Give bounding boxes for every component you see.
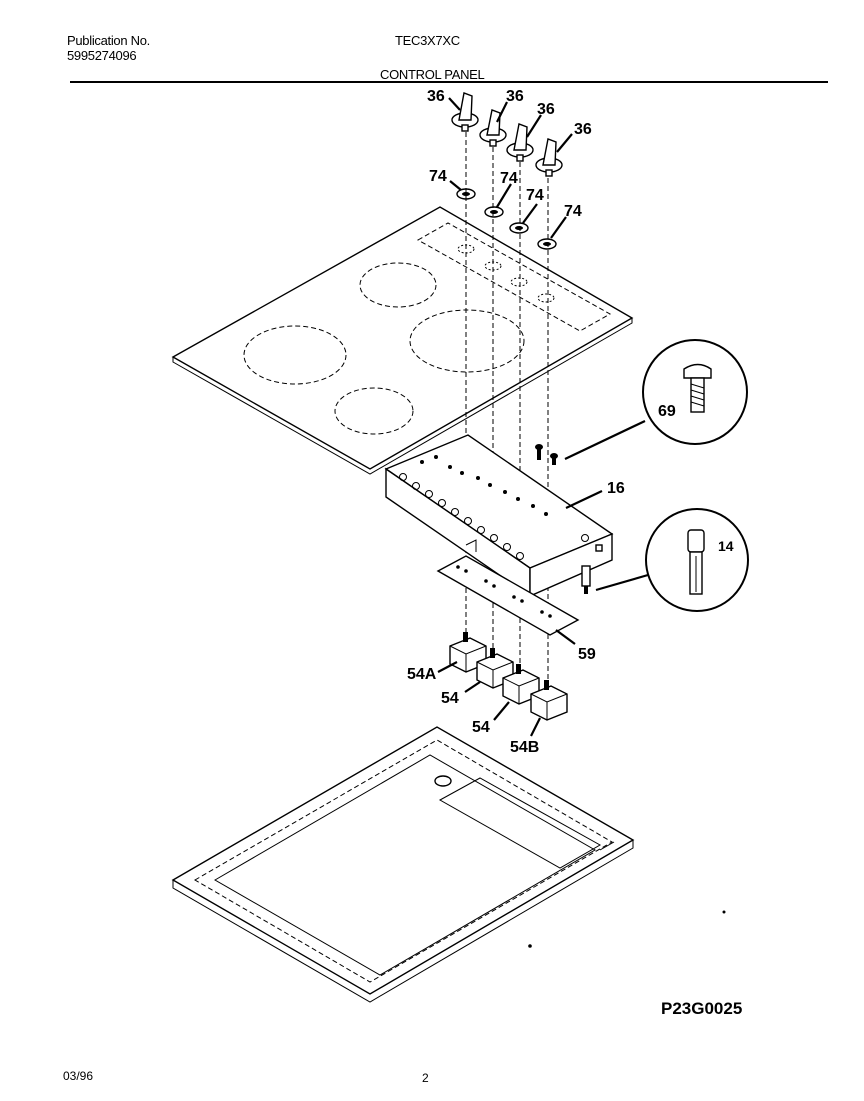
knob-icon — [506, 123, 534, 162]
burner-outline-large-left — [243, 325, 347, 385]
screws — [535, 444, 558, 465]
callout-knob: 36 — [427, 88, 445, 105]
switch-icon — [530, 680, 568, 721]
control-knobs — [451, 92, 563, 177]
detail-bubble-connector — [595, 508, 749, 612]
knob-icon — [535, 138, 563, 177]
callout-seal: 74 — [429, 168, 447, 185]
connector-detail-icon — [687, 529, 705, 553]
cooktop-glass — [171, 206, 634, 475]
leader-lines — [437, 97, 603, 737]
knob-icon — [451, 92, 479, 132]
detail-bubble-screw — [564, 339, 748, 460]
publication-label: Publication No. — [67, 33, 150, 48]
insulator-plate — [436, 555, 580, 636]
burner-outline-large-right — [409, 309, 525, 373]
model-number: TEC3X7XC — [395, 33, 460, 48]
callout-connector: 14 — [718, 538, 734, 554]
burner-outline-front — [334, 387, 414, 435]
callout-switch-a: 54A — [407, 666, 437, 683]
drain-hole — [434, 775, 452, 787]
header-rule — [70, 81, 828, 83]
callout-switch: 54 — [441, 690, 459, 707]
section-title: CONTROL PANEL — [380, 67, 485, 82]
cooktop-base-pan — [171, 726, 726, 1003]
callout-seal: 74 — [500, 170, 518, 187]
knob-hole — [510, 277, 528, 287]
knob-hole — [537, 293, 555, 303]
switch-icon — [502, 664, 540, 705]
knob-icon — [479, 109, 507, 147]
footer-date: 03/96 — [63, 1069, 94, 1083]
control-zone-outline — [416, 222, 612, 332]
page-number: 2 — [422, 1071, 429, 1085]
infinite-switches — [449, 632, 568, 721]
callout-labels: 36 36 36 36 74 74 74 74 69 16 14 59 54A … — [407, 88, 734, 756]
callout-switch: 54 — [472, 719, 490, 736]
publication-number: 5995274096 — [67, 48, 137, 63]
callout-seal: 74 — [564, 203, 582, 220]
callout-seal: 74 — [526, 187, 544, 204]
burner-outline-rear-left — [359, 262, 437, 308]
callout-bracket: 16 — [607, 480, 625, 497]
callout-knob: 36 — [574, 121, 592, 138]
callout-knob: 36 — [537, 101, 555, 118]
knob-seals — [456, 188, 557, 250]
control-bracket — [384, 434, 614, 598]
callout-knob: 36 — [506, 88, 524, 105]
callout-screw: 69 — [658, 403, 676, 420]
diagram-code: P23G0025 — [661, 999, 743, 1018]
callout-switch-b: 54B — [510, 739, 539, 756]
screw-detail-icon — [683, 363, 712, 379]
callout-insulator: 59 — [578, 646, 596, 663]
wire-connector — [581, 565, 591, 594]
